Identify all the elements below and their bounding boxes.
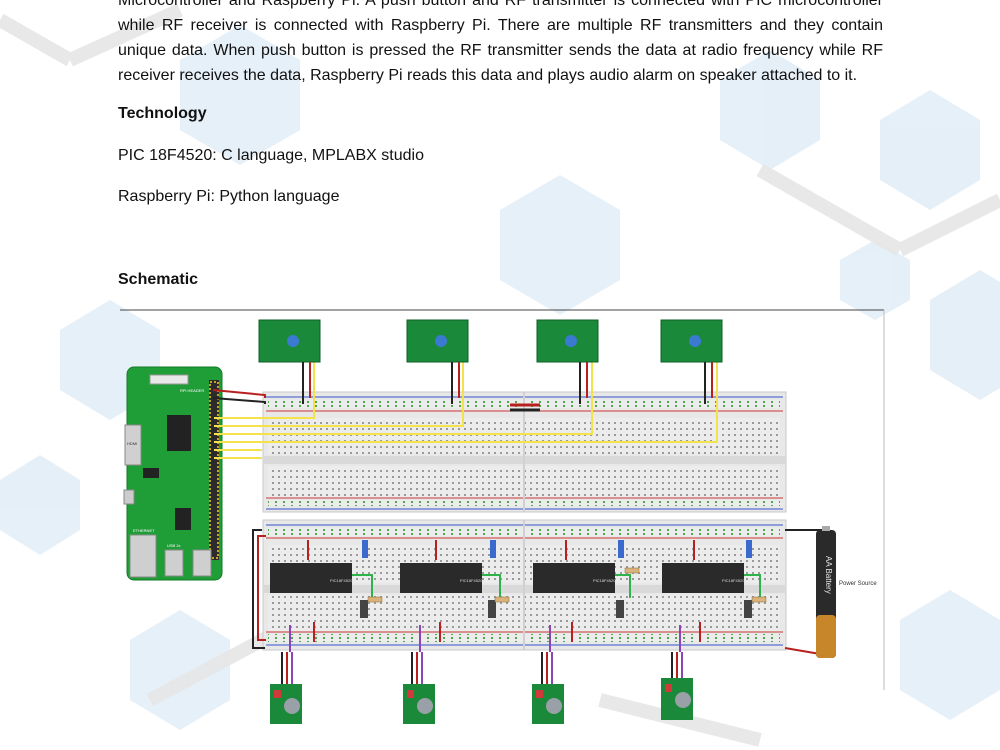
intro-paragraph: Microcontroller and Raspberry Pi. A push… [118,0,883,84]
chip-label-2: PIC18F4520 [460,578,483,583]
rpi-wires [212,362,718,459]
rf-transmitter-3 [532,652,564,724]
tech-line-rpi: Raspberry Pi: Python language [118,188,340,205]
chip-label-1: PIC18F4520 [330,578,353,583]
rpi-hdmi-label: HDMI [127,441,137,446]
technology-heading: Technology [118,105,207,122]
rpi-header-label: RPi HEADER [180,388,204,393]
rf-receiver-2 [406,319,469,404]
rf-transmitter-2 [403,652,435,724]
rf-transmitter-1 [270,652,302,724]
tech-line-pic: PIC 18F4520: C language, MPLABX studio [118,147,424,164]
battery-label: AA Battery [824,556,833,594]
rf-transmitters [270,652,693,724]
aa-battery: AA Battery [816,526,836,658]
rf-transmitter-4 [661,652,693,720]
chip-label-4: PIC18F4520 [722,578,745,583]
rpi-usb-label: USB 2x [167,543,181,548]
pic-microcontrollers: PIC18F4520 PIC18F4520 PIC18F4520 PIC18F4… [270,540,767,652]
chip-label-3: PIC18F4520 [593,578,616,583]
rf-receiver-1 [258,319,321,404]
rpi-ethernet-label: ETHERNET [133,528,155,533]
power-wires [252,529,827,656]
pic-chip-4: PIC18F4520 [662,540,752,618]
pic-chip-3: PIC18F4520 [533,540,624,618]
power-source-label: Power Source [839,581,877,587]
rf-receiver-4 [660,319,723,404]
rf-receivers [258,319,723,404]
pic-chip-1: PIC18F4520 [270,540,368,618]
rf-receiver-3 [536,319,599,404]
raspberry-pi-board: RPi HEADER HDMI ETHERNET USB 2x [123,366,223,581]
pic-chip-2: PIC18F4520 [400,540,496,618]
schematic-heading: Schematic [118,271,199,288]
breadboard-upper [262,391,787,513]
